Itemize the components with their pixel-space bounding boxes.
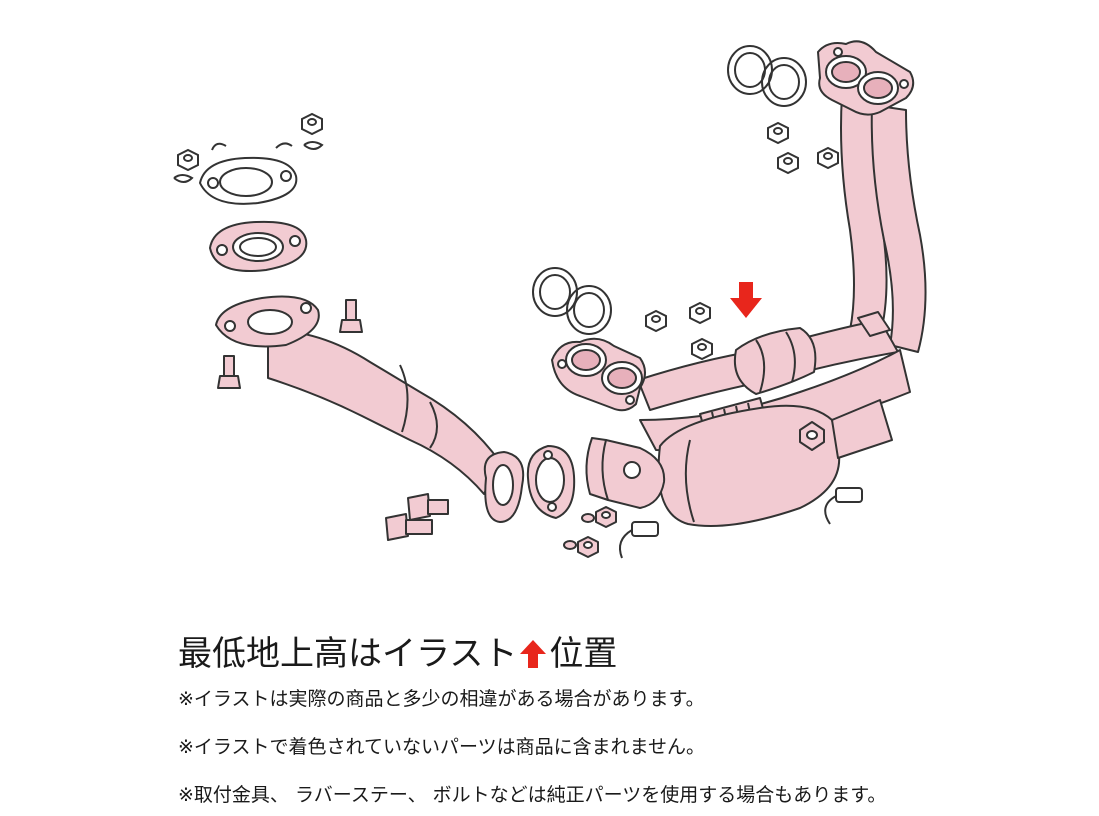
caption-text-after: 位置	[549, 634, 618, 674]
upper-header-flange	[817, 40, 915, 116]
flange-bolts	[385, 493, 449, 541]
caption-text-before: 最低地上高はイラスト	[178, 634, 518, 674]
header-nuts-uncolored	[645, 121, 839, 361]
front-pipe	[215, 295, 525, 523]
o2-sensors-uncolored	[619, 487, 863, 559]
catalytic-converter-main	[657, 399, 893, 527]
front-pipe-bolts	[217, 299, 363, 389]
mid-gasket	[526, 445, 576, 519]
note-oem-parts: ※取付金具、 ラバーステー、 ボルトなどは純正パーツを使用する場合もあります。	[178, 784, 887, 806]
upper-gaskets-uncolored	[532, 45, 807, 335]
header-tubes	[637, 94, 927, 452]
rear-gasket-uncolored	[198, 142, 298, 205]
note-uncolored-parts: ※イラストで着色されていないパーツは商品に含まれません。	[178, 736, 706, 758]
converter-inlet-flange	[585, 437, 666, 509]
note-illustration-difference: ※イラストは実際の商品と多少の相違がある場合があります。	[178, 688, 705, 710]
red-up-arrow-icon	[520, 640, 547, 668]
lower-nuts	[563, 506, 617, 558]
uncolored-nuts-left	[173, 112, 324, 183]
exhaust-parts-diagram	[173, 40, 927, 559]
ground-clearance-marker-icon	[730, 282, 762, 318]
ground-clearance-caption: 最低地上高はイラスト位置	[178, 632, 1099, 676]
catalytic-converter-small	[734, 327, 817, 395]
lower-header-flange	[551, 337, 646, 412]
rear-flange-gasket	[209, 220, 308, 272]
